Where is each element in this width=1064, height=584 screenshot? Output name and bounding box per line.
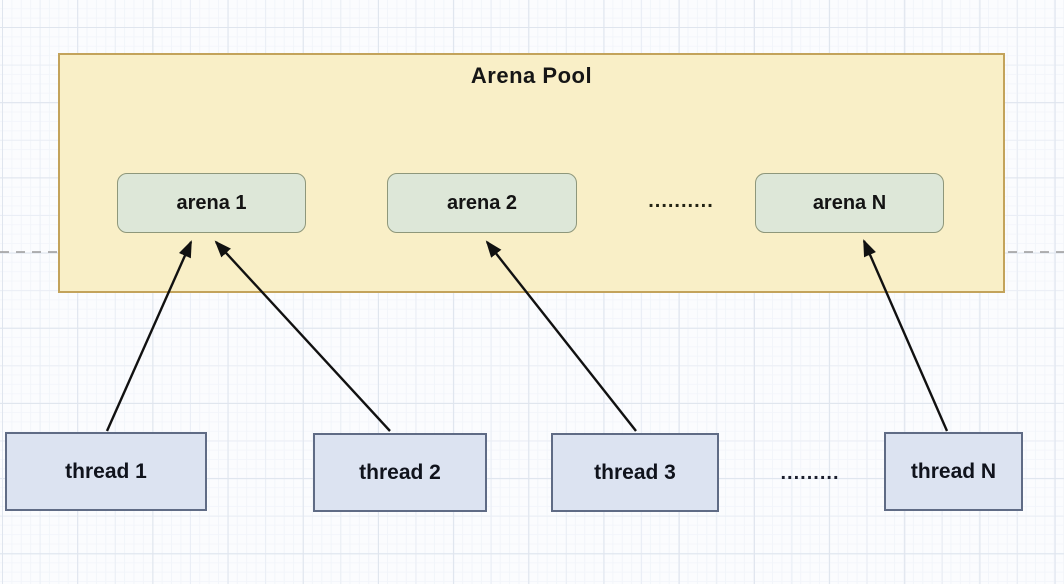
node-arena-2-label: arena 2 <box>446 191 518 214</box>
arena-ellipsis: .......... <box>648 190 714 212</box>
node-thread-3: thread 3 <box>551 433 719 512</box>
arrow-threadN-to-arenaN <box>862 239 949 432</box>
arrow-thread1-to-arena1 <box>105 240 193 432</box>
arrow-thread3-to-arena2 <box>485 240 637 432</box>
node-thread-3-label: thread 3 <box>594 460 676 484</box>
thread-ellipsis: ......... <box>780 462 840 484</box>
node-thread-n-label: thread N <box>910 459 997 483</box>
node-thread-2-label: thread 2 <box>359 460 441 484</box>
node-arena-n: arena N <box>755 173 944 233</box>
node-thread-2: thread 2 <box>313 433 487 512</box>
arrow-thread2-to-arena1 <box>214 240 391 432</box>
node-thread-n: thread N <box>884 432 1023 511</box>
node-arena-1: arena 1 <box>117 173 306 233</box>
node-thread-1: thread 1 <box>5 432 207 511</box>
node-arena-2: arena 2 <box>387 173 577 233</box>
node-arena-1-label: arena 1 <box>176 191 247 214</box>
node-arena-n-label: arena N <box>812 191 887 214</box>
arena-pool-title: Arena Pool <box>470 63 593 88</box>
node-thread-1-label: thread 1 <box>65 459 147 483</box>
